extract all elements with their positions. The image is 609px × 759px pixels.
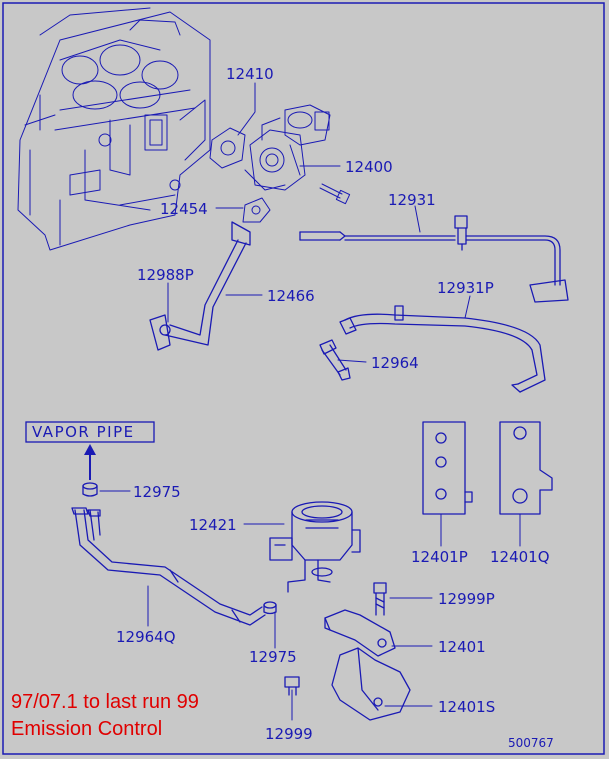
vapor-pipe-box <box>25 421 155 480</box>
leader-lines <box>99 82 521 721</box>
egr-pipe <box>149 221 251 351</box>
label-12454: 12454 <box>160 200 208 218</box>
label-12421: 12421 <box>189 516 237 534</box>
label-12975-lower: 12975 <box>249 648 297 666</box>
bolt-12999P <box>373 582 387 616</box>
footer-section-title: Emission Control <box>11 718 162 740</box>
label-12401S: 12401S <box>438 698 495 716</box>
cap-12975-upper <box>82 482 98 497</box>
label-12964Q: 12964Q <box>116 628 176 646</box>
label-12466: 12466 <box>267 287 315 305</box>
egr-valve <box>244 104 331 191</box>
bracket-12401Q <box>499 421 553 515</box>
label-12931: 12931 <box>388 191 436 209</box>
label-12401Q: 12401Q <box>490 548 550 566</box>
bolt-12999 <box>284 676 300 696</box>
cap-12975-lower <box>263 601 277 615</box>
drawing-number: 500767 <box>508 736 554 750</box>
label-12988P: 12988P <box>137 266 194 284</box>
label-12975-upper: 12975 <box>133 483 181 501</box>
engine-block <box>17 7 211 251</box>
label-12999: 12999 <box>265 725 313 743</box>
hose-12964 <box>319 339 351 381</box>
gasket-12410 <box>209 127 246 169</box>
label-12410: 12410 <box>226 65 274 83</box>
label-12400: 12400 <box>345 158 393 176</box>
hose-12931 <box>299 215 569 303</box>
vapor-pipe-label: VAPOR PIPE <box>32 423 135 441</box>
bracket-12401 <box>324 609 396 657</box>
purge-valve <box>269 501 361 593</box>
bracket-12401S <box>331 647 411 721</box>
gasket-12454 <box>242 197 271 223</box>
hose-12931P <box>339 305 546 393</box>
label-12999P: 12999P <box>438 590 495 608</box>
bracket-12401P <box>422 421 473 515</box>
hose-12964Q <box>71 507 266 626</box>
bolt-egr <box>319 183 351 205</box>
label-12401P: 12401P <box>411 548 468 566</box>
label-12964: 12964 <box>371 354 419 372</box>
label-12401: 12401 <box>438 638 486 656</box>
footer-date-range: 97/07.1 to last run 99 <box>11 691 199 713</box>
label-12931P: 12931P <box>437 279 494 297</box>
